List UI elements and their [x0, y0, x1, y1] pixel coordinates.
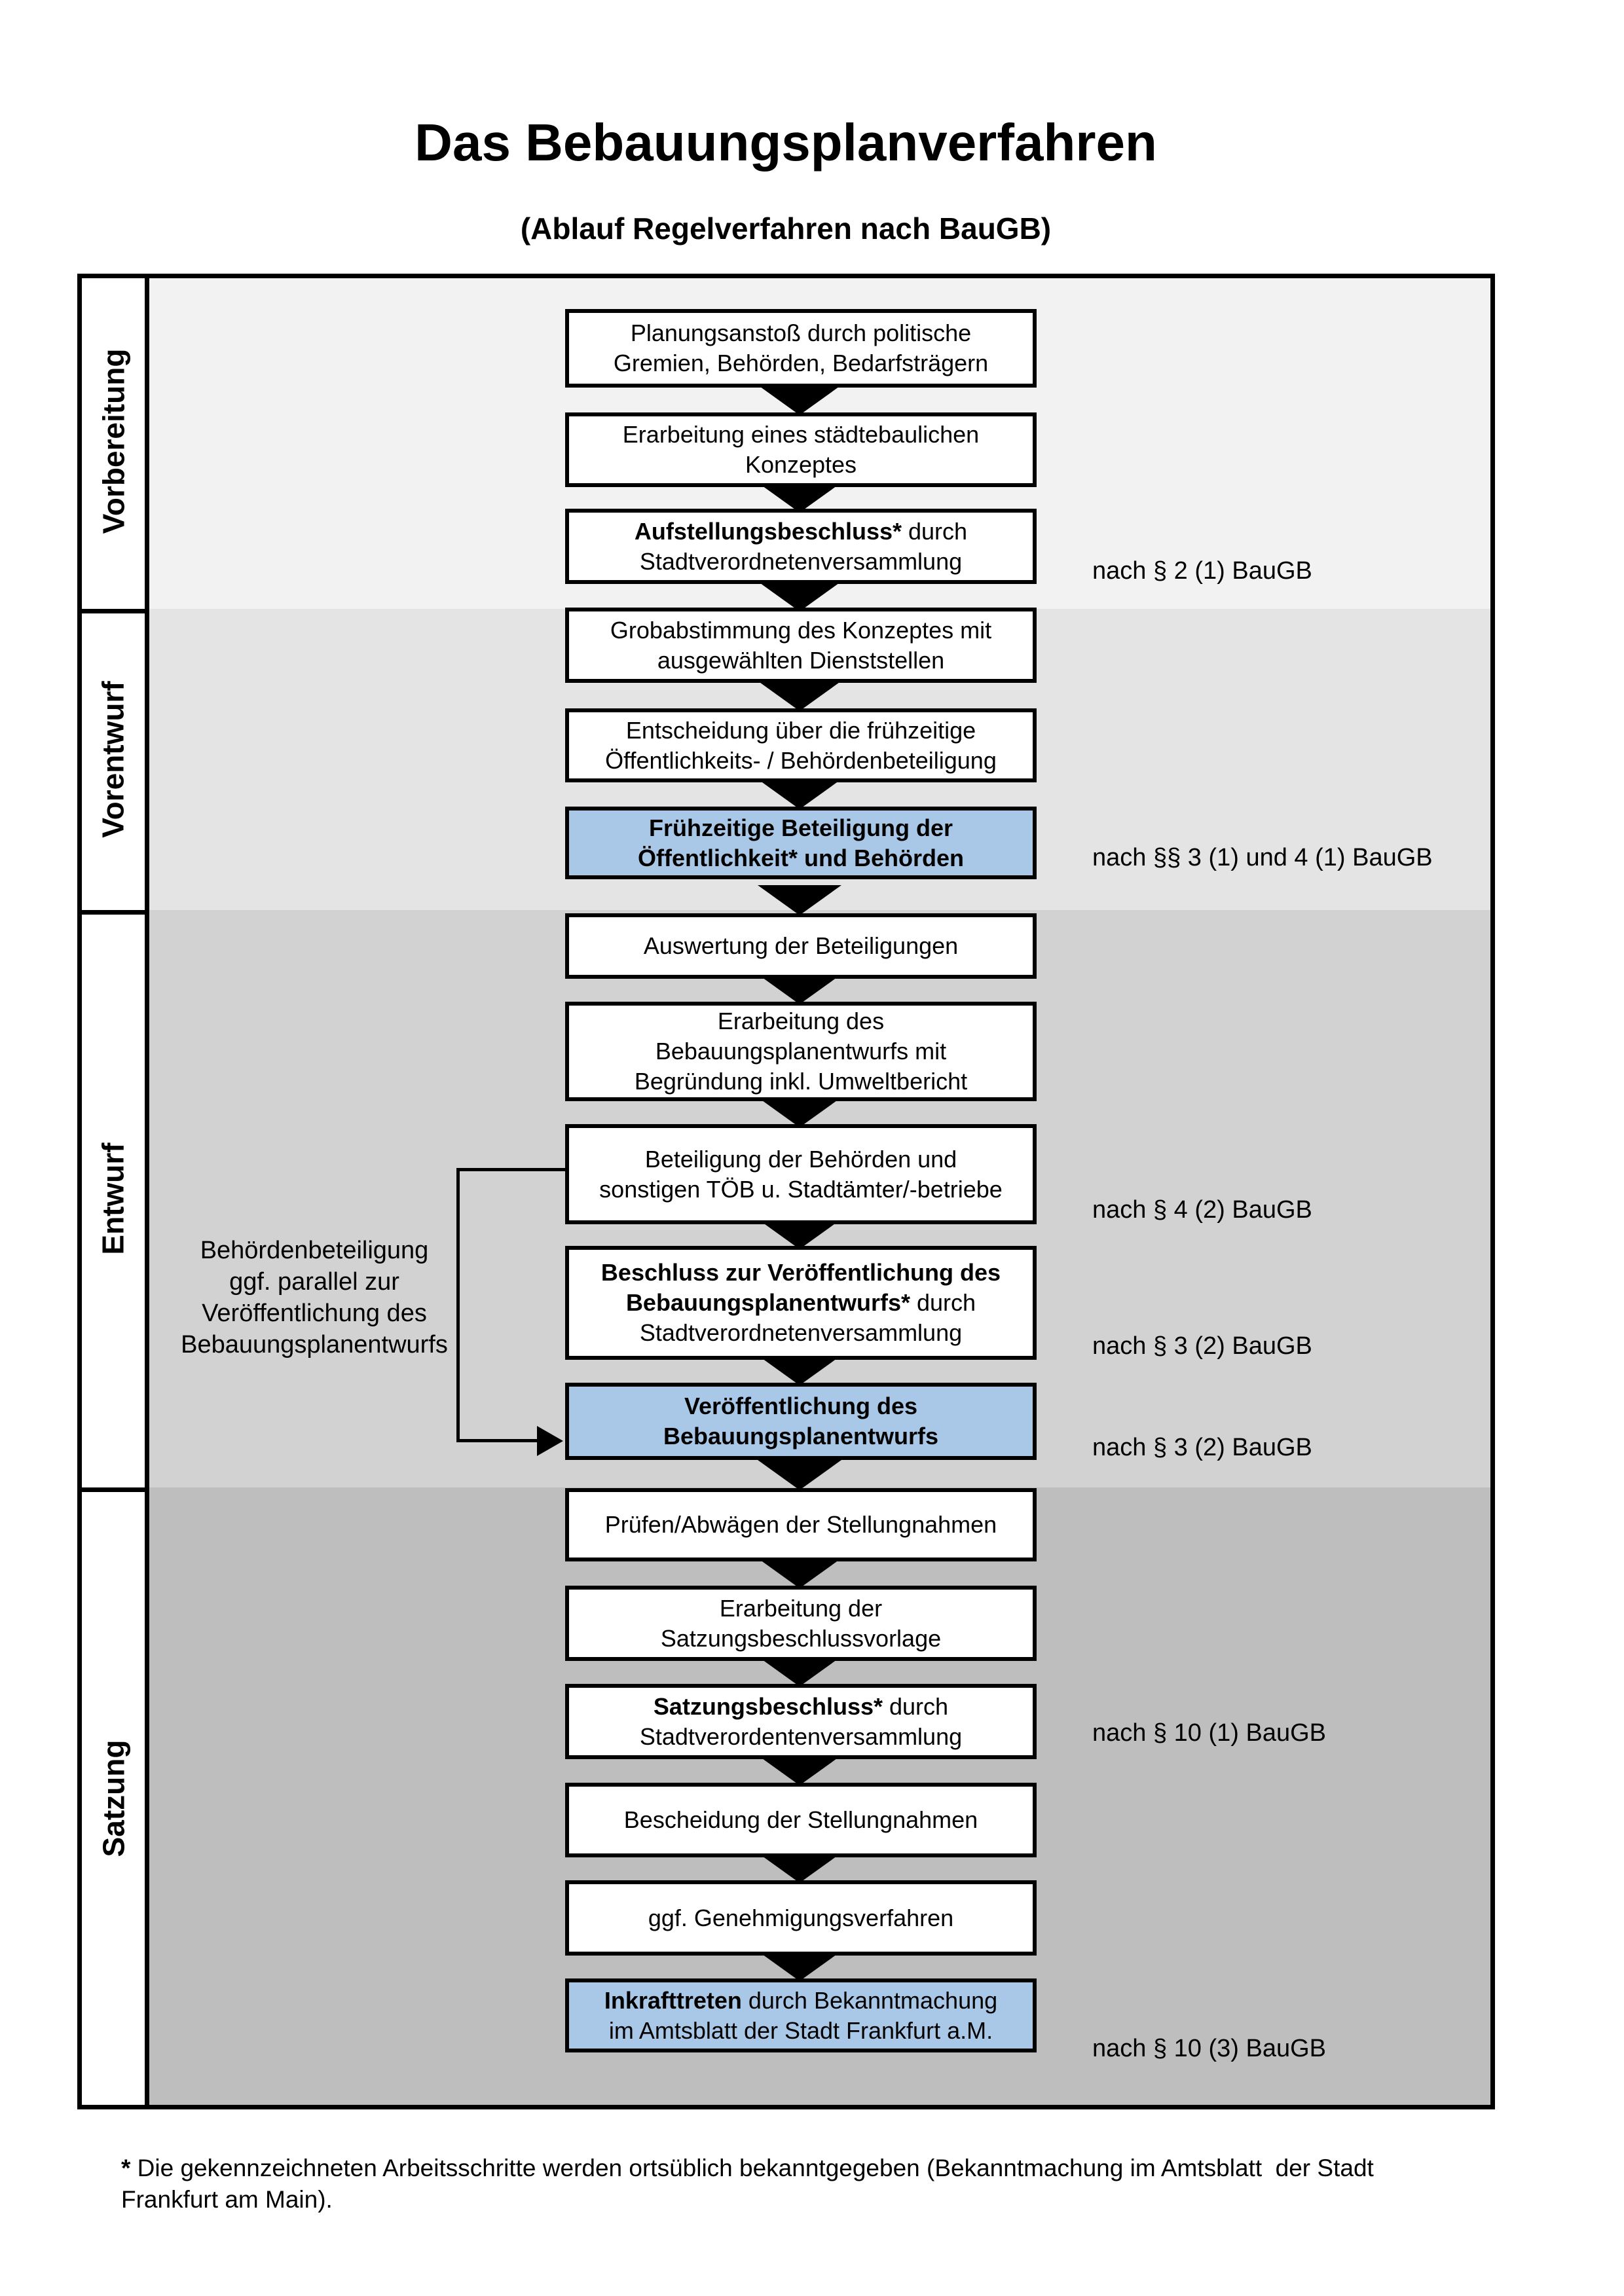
phase-label-vorbereitung: Vorbereitung — [96, 348, 131, 534]
arrow-down-13 — [758, 1656, 841, 1686]
legal-ref-par10-1: nach § 10 (1) BauGB — [1092, 1719, 1326, 1747]
phase-divider-2 — [77, 910, 149, 915]
arrow-down-8 — [758, 1097, 841, 1127]
arrow-down-7 — [758, 974, 841, 1004]
phase-label-entwurf: Entwurf — [96, 1142, 131, 1255]
phase-column-divider — [145, 274, 149, 2109]
footnote-line2: Frankfurt am Main). — [121, 2186, 333, 2213]
arrow-down-2 — [758, 483, 841, 513]
bracket-arrow-right-icon — [537, 1426, 563, 1456]
legal-ref-par2-1: nach § 2 (1) BauGB — [1092, 557, 1312, 585]
footnote: * Die gekennzeichneten Arbeitsschritte w… — [121, 2153, 1522, 2215]
legal-ref-par3-4-1: nach §§ 3 (1) und 4 (1) BauGB — [1092, 844, 1433, 871]
arrow-down-4 — [758, 681, 841, 711]
box-pruefen-abwaegen: Prüfen/Abwägen der Stellungnahmen — [565, 1488, 1037, 1561]
legal-ref-par4-2: nach § 4 (2) BauGB — [1092, 1196, 1312, 1224]
arrow-down-10 — [758, 1355, 841, 1385]
page-title: Das Bebauungsplanverfahren — [415, 113, 1157, 172]
phase-label-satzung: Satzung — [96, 1740, 131, 1857]
box-genehmigungsverfahren: ggf. Genehmigungsverfahren — [565, 1880, 1037, 1956]
arrow-down-11 — [758, 1460, 841, 1490]
footnote-line1: Die gekennzeichneten Arbeitsschritte wer… — [130, 2155, 1374, 2181]
phase-divider-3 — [77, 1487, 149, 1492]
arrow-down-16 — [758, 1951, 841, 1981]
arrow-down-1 — [758, 385, 841, 415]
arrow-down-12 — [758, 1558, 841, 1588]
bracket-top-line — [456, 1168, 565, 1171]
box-bescheidung: Bescheidung der Stellungnahmen — [565, 1783, 1037, 1857]
phase-label-column — [77, 274, 145, 2109]
legal-ref-par3-2b: nach § 3 (2) BauGB — [1092, 1434, 1312, 1461]
phase-label-vorentwurf: Vorentwurf — [96, 681, 130, 838]
legal-ref-par3-2a: nach § 3 (2) BauGB — [1092, 1332, 1312, 1360]
arrow-down-3 — [758, 581, 841, 611]
phase-divider-1 — [77, 609, 149, 613]
page-subtitle: (Ablauf Regelverfahren nach BauGB) — [520, 211, 1052, 246]
box-auswertung-beteiligungen: Auswertung der Beteiligungen — [565, 913, 1037, 979]
bracket-bottom-line — [456, 1439, 542, 1442]
arrow-down-15 — [758, 1853, 841, 1883]
legal-ref-par10-3: nach § 10 (3) BauGB — [1092, 2035, 1326, 2062]
arrow-down-5 — [758, 779, 841, 809]
arrow-down-14 — [758, 1755, 841, 1785]
footnote-asterisk: * — [121, 2155, 131, 2181]
bracket-vertical-line — [456, 1168, 460, 1442]
arrow-down-6 — [758, 885, 841, 915]
side-note-behoerdenbeteiligung: Behördenbeteiligung ggf. parallel zur Ve… — [181, 1237, 448, 1358]
